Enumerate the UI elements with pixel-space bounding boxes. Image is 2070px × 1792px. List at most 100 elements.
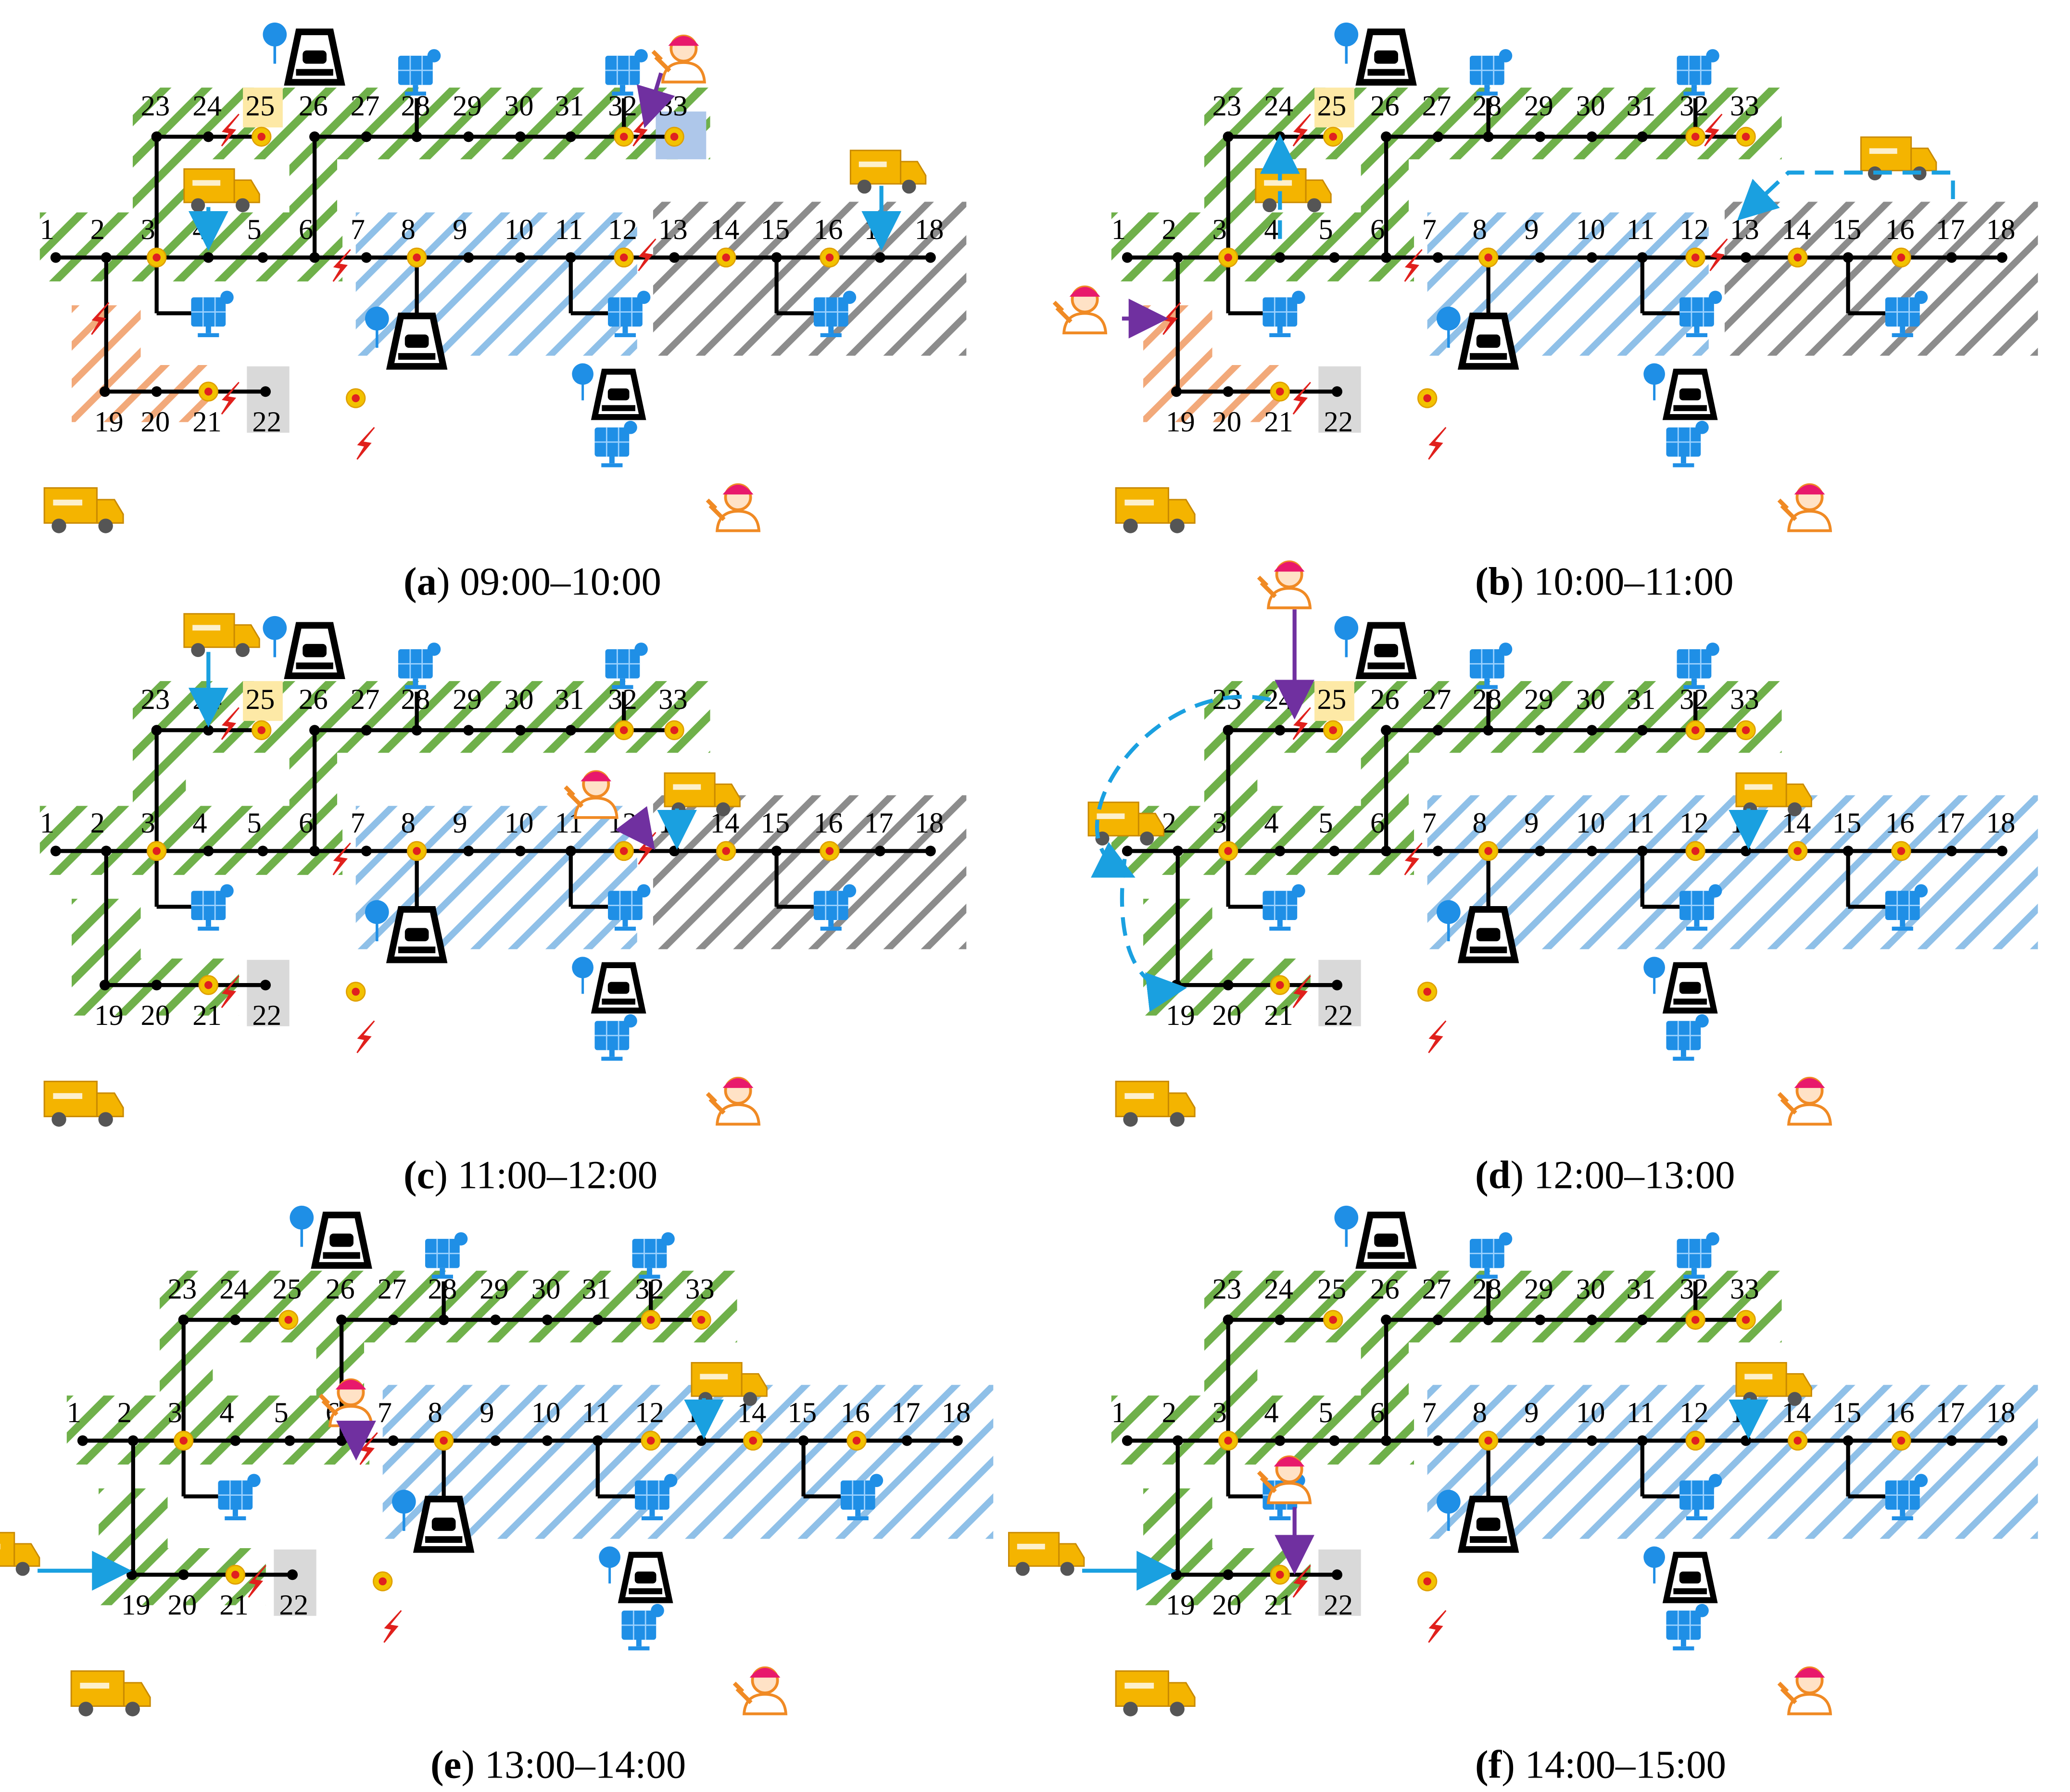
bus-node: [1331, 1569, 1343, 1580]
lightning-fault-icon: [332, 249, 351, 282]
critical-load-icon: [345, 982, 366, 1002]
node-label: 4: [1264, 214, 1278, 246]
bus-node: [1172, 252, 1183, 263]
solar-panel-icon: [191, 290, 234, 338]
bus-node: [565, 725, 576, 736]
repair-worker-icon: [1052, 285, 1108, 335]
panel-caption: (b) 10:00–11:00: [1475, 559, 1733, 603]
ev-parking-icon: [1334, 22, 1417, 86]
vehicle-route-arrow: [1091, 694, 1271, 878]
repair-worker-icon: [732, 1666, 788, 1716]
node-label: 31: [1627, 90, 1656, 122]
lightning-fault-icon: [1704, 114, 1723, 147]
node-label: 25: [1317, 1273, 1347, 1305]
node-label: 5: [247, 807, 261, 839]
bus-node: [542, 1435, 553, 1446]
solar-panel-icon: [594, 420, 637, 467]
ev-parking-icon: [572, 363, 646, 420]
node-label: 29: [453, 683, 482, 716]
node-label: 13: [1730, 214, 1759, 246]
repair-worker-icon: [1777, 1076, 1832, 1126]
node-label: 23: [168, 1273, 197, 1305]
node-label: 2: [1162, 214, 1176, 246]
node-label: 8: [401, 807, 416, 839]
node-highlight-box: [1318, 959, 1361, 1026]
solar-panel-icon: [632, 1232, 675, 1279]
critical-load-icon: [664, 720, 684, 740]
bus-node: [1637, 1314, 1648, 1325]
node-label: 17: [891, 1397, 921, 1429]
bus-node: [1637, 846, 1648, 857]
critical-load-icon: [1788, 841, 1808, 861]
ev-parking-icon: [365, 306, 448, 370]
node-label: 25: [246, 90, 275, 122]
critical-load-icon: [1218, 841, 1238, 861]
critical-load-icon: [146, 247, 167, 268]
critical-load-icon: [691, 1310, 711, 1330]
node-label: 26: [299, 90, 328, 122]
bus-node: [1223, 1569, 1234, 1580]
node-label: 21: [192, 999, 222, 1032]
node-label: 33: [658, 90, 688, 122]
critical-load-icon: [1685, 247, 1705, 268]
bus-node: [1432, 1314, 1443, 1325]
bus-node: [100, 386, 111, 397]
bus-node: [1586, 725, 1597, 736]
node-label: 26: [1370, 683, 1400, 716]
node-label: 25: [1317, 90, 1347, 122]
bus-node: [1172, 846, 1183, 857]
critical-load-icon: [1478, 247, 1499, 268]
node-label: 30: [1576, 90, 1605, 122]
bus-node: [1432, 252, 1443, 263]
node-label: 11: [1627, 214, 1654, 246]
critical-load-icon: [716, 841, 736, 861]
node-label: 25: [246, 683, 275, 716]
critical-load-icon: [614, 720, 634, 740]
bus-node: [1637, 131, 1648, 142]
truck-icon: [183, 613, 260, 657]
node-label: 18: [915, 807, 944, 839]
node-label: 6: [299, 807, 313, 839]
bus-node: [1946, 252, 1957, 263]
critical-load-icon: [1270, 975, 1290, 995]
node-label: 12: [1679, 1397, 1709, 1429]
bus-node: [1381, 1314, 1392, 1325]
node-label: 31: [1627, 1273, 1656, 1305]
bus-node: [1275, 725, 1286, 736]
node-label: 18: [942, 1397, 971, 1429]
bus-node: [438, 1314, 449, 1325]
bus-node: [151, 980, 162, 991]
truck-icon: [1860, 136, 1937, 180]
bus-node: [361, 725, 372, 736]
bus-node: [1171, 386, 1182, 397]
green-restored-zone: [1111, 212, 1414, 282]
bus-node: [669, 252, 680, 263]
node-label: 2: [1162, 1397, 1176, 1429]
node-label: 12: [608, 214, 637, 246]
bus-node: [230, 1435, 241, 1446]
node-label: 18: [1986, 807, 2016, 839]
critical-load-icon: [846, 1430, 867, 1451]
node-label: 33: [1730, 683, 1759, 716]
blue-microgrid-zone: [1427, 795, 2038, 949]
solar-panel-icon: [608, 290, 651, 338]
bus-node: [463, 725, 474, 736]
ev-parking-icon: [599, 1546, 673, 1603]
critical-load-icon: [1270, 1565, 1290, 1585]
node-label: 20: [1212, 999, 1242, 1032]
node-label: 11: [555, 214, 583, 246]
bus-node: [309, 725, 320, 736]
bus-node: [925, 846, 936, 857]
critical-load-icon: [1736, 720, 1756, 740]
critical-load-icon: [372, 1571, 393, 1591]
node-label: 9: [1524, 807, 1539, 839]
bus-node: [1996, 1435, 2007, 1446]
solar-panel-icon: [635, 1474, 678, 1521]
bus-node: [101, 846, 112, 857]
repair-worker-icon: [706, 1076, 761, 1126]
critical-load-icon: [225, 1565, 246, 1585]
solar-panel-icon: [1469, 643, 1513, 689]
node-label: 21: [1264, 1589, 1293, 1621]
node-label: 4: [192, 214, 207, 246]
